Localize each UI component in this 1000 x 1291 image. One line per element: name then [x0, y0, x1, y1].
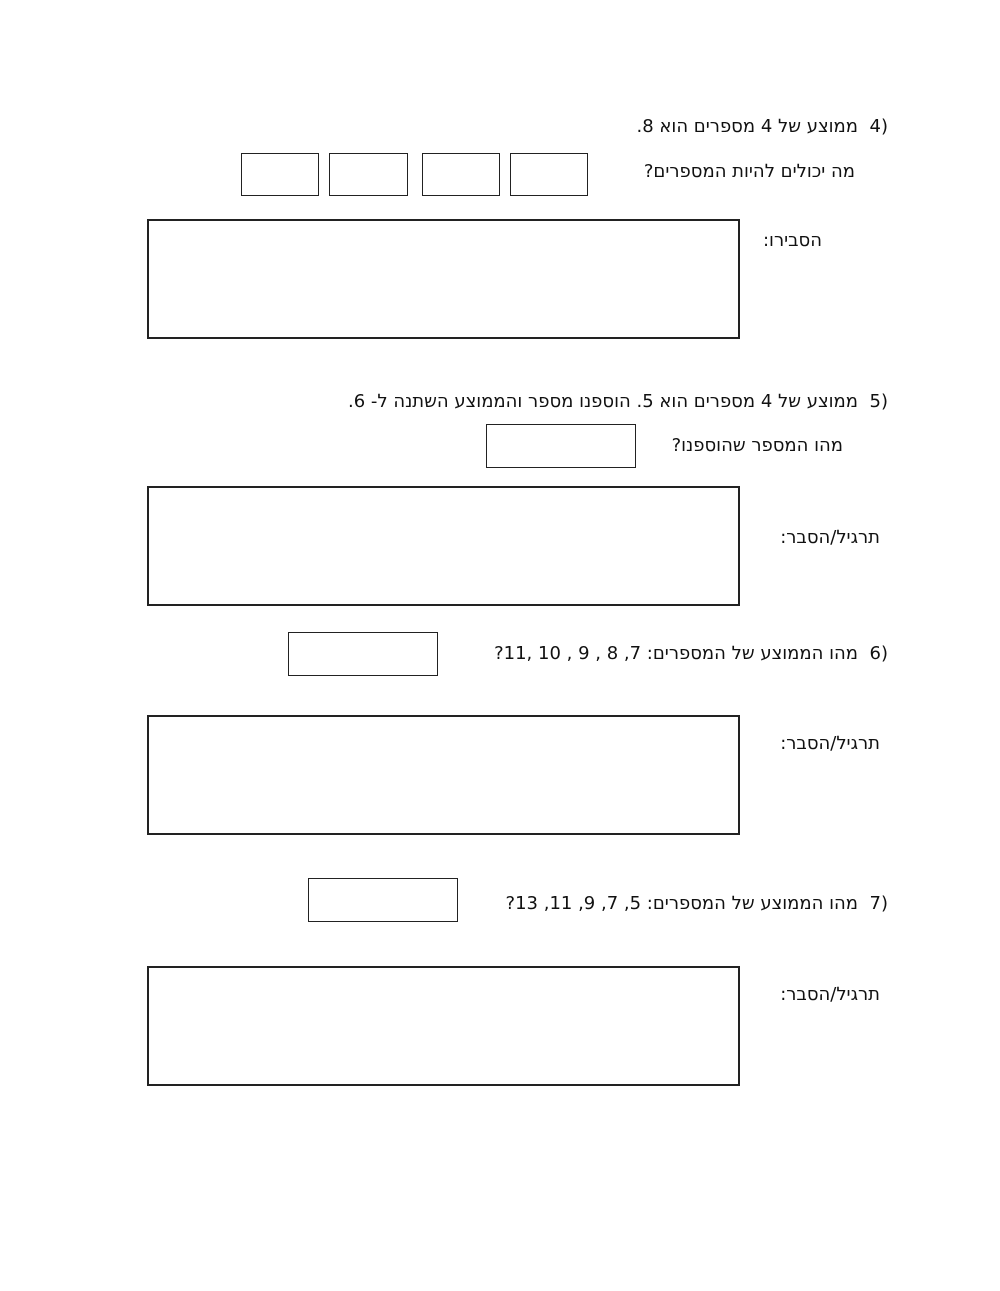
question-5-text: ממוצע של 4 מספרים הוא 5. הוספנו מספר והמ… [347, 391, 858, 412]
question-5-answer-box[interactable] [486, 424, 636, 468]
question-4-text: ממוצע של 4 מספרים הוא 8. [636, 116, 858, 137]
question-5-number: 5) [869, 391, 888, 412]
question-6-explain-box[interactable] [147, 715, 740, 835]
question-4-answer-box-2[interactable] [422, 153, 500, 196]
question-7-answer-box[interactable] [308, 878, 458, 922]
question-7-number: 7) [869, 893, 888, 914]
question-6-answer-box[interactable] [288, 632, 438, 676]
question-6-number: 6) [869, 643, 888, 664]
question-6-explain-label: תרגיל/הסבר: [780, 733, 880, 754]
question-4-explain-label: הסבירו: [762, 230, 822, 251]
question-5-explain-box[interactable] [147, 486, 740, 606]
question-4-answer-box-1[interactable] [510, 153, 588, 196]
question-5-explain-label: תרגיל/הסבר: [780, 527, 880, 548]
question-4-subtext: מה יכולים להיות המספרים? [643, 161, 855, 182]
question-4-answer-box-3[interactable] [329, 153, 408, 196]
question-7-text: מהו הממוצע של המספרים: 5, 7, 9, 11, 13? [505, 893, 858, 914]
question-4-answer-box-4[interactable] [241, 153, 319, 196]
question-4-explain-box[interactable] [147, 219, 740, 339]
question-7-explain-label: תרגיל/הסבר: [780, 984, 880, 1005]
question-6-text: מהו הממוצע של המספרים: 7, 8 , 9 , 10 ,11… [494, 643, 858, 664]
question-7-explain-box[interactable] [147, 966, 740, 1086]
question-5-subtext: מהו המספר שהוספנו? [671, 435, 843, 456]
question-4-number: 4) [869, 116, 888, 137]
